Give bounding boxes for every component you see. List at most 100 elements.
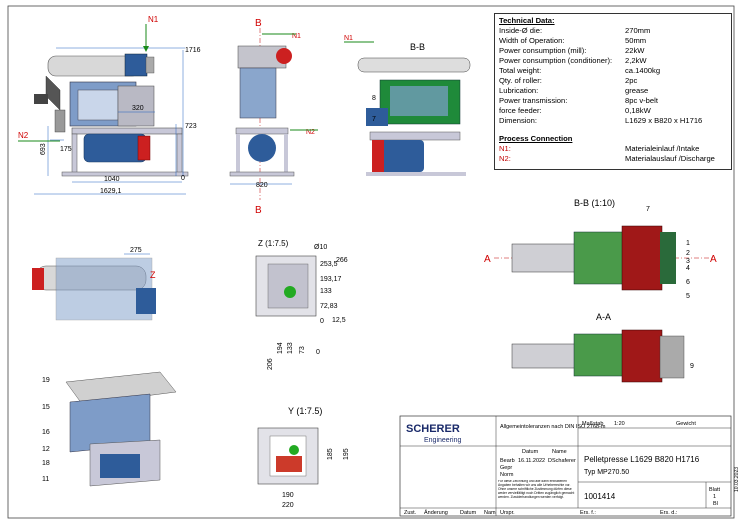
bl-label: Bl	[713, 501, 718, 507]
detail-z-marker: Z	[150, 270, 156, 280]
blatt-label: Blatt	[709, 487, 720, 493]
bearb-name: DSchaferer	[548, 458, 576, 464]
balloon-iso-18: 18	[42, 460, 50, 467]
top-view: 275 Z	[32, 247, 156, 321]
gepr-label: Gepr	[500, 465, 512, 471]
tech-row: Dimension:L1629 x B820 x H1716	[495, 116, 731, 126]
dim-175: 175	[60, 146, 72, 153]
bearb-label: Bearb	[500, 458, 515, 464]
gewicht-label: Gewicht	[676, 421, 696, 427]
tech-row: Power transmission:8pc v-belt	[495, 96, 731, 106]
balloon-detail-5: 5	[686, 293, 690, 300]
side-view: B B 820 N1 N2	[229, 18, 318, 216]
tech-value: grease	[625, 86, 649, 95]
blatt-number: 1	[713, 494, 716, 500]
detail-bb-view: B-B (1:10) A A 7 1 2 3 4 5 6	[484, 198, 717, 300]
process-key: N1:	[499, 144, 511, 153]
dim-y-195: 195	[343, 448, 350, 460]
view-title-aa: A-A	[596, 312, 611, 322]
tech-value: 22kW	[625, 46, 645, 55]
detail-z-view: Z (1:7.5) Ø10 266 253,5 193,17 133 72,83…	[255, 239, 348, 370]
tech-value: ca.1400kg	[625, 66, 661, 75]
norm-label: Norm	[500, 472, 514, 478]
balloon-detail-1: 1	[686, 240, 690, 247]
side-date: 10.03.2023	[734, 467, 740, 492]
dim-y-185: 185	[327, 448, 334, 460]
logo-engineering: Engineering	[424, 437, 461, 444]
dim-y-220: 220	[282, 502, 294, 509]
tech-value: 0,18kW	[625, 106, 651, 115]
section-a-left: A	[484, 254, 491, 265]
dim-693: 693	[40, 143, 47, 155]
tech-key: Total weight:	[499, 66, 542, 75]
ers-d-label: Ers. d.:	[660, 510, 678, 516]
balloon-iso-12: 12	[42, 446, 50, 453]
tech-value: 2pc	[625, 76, 638, 85]
zust-label: Zust.	[404, 510, 417, 516]
drawing-type: Typ MP270.50	[584, 469, 629, 476]
balloon-detail-3: 3	[686, 258, 690, 265]
n1-label-side: N1	[292, 33, 301, 40]
dim-0: 0	[181, 175, 185, 182]
tech-row: Power consumption (mill):22kW	[495, 46, 731, 56]
tech-row: Qty. of roller: 2pc	[495, 76, 731, 86]
bearb-date: 16.11.2022	[518, 458, 545, 464]
section-bb-view: B-B N1 8 7	[344, 35, 471, 176]
view-title-bb-detail: B-B (1:10)	[574, 198, 615, 208]
dim-z-0b: 0	[316, 349, 320, 356]
section-aa-view: A-A 9	[511, 312, 694, 383]
dim-z-194: 194	[277, 342, 284, 354]
tech-row: Width of Operation:50mm	[495, 36, 731, 46]
section-b-bottom: B	[255, 205, 262, 216]
n1-label-bb: N1	[344, 35, 353, 42]
tolerance-text: Allgemeintoleranzen nach DIN ISO 2768-m	[500, 424, 606, 430]
tech-value: 8pc v-belt	[625, 96, 658, 105]
process-value: Materialeinlauf /Intake	[625, 144, 700, 153]
n1-label-front: N1	[148, 15, 159, 24]
tech-value: 2,2kW	[625, 56, 647, 65]
dim-z-193: 193,17	[320, 276, 342, 283]
view-title-y: Y (1:7.5)	[288, 406, 322, 416]
process-row: N1: Materialeinlauf /Intake	[495, 144, 731, 154]
balloon-iso-11: 11	[42, 476, 49, 483]
massstab-value: 1:20	[614, 421, 625, 427]
dim-z-0: 0	[320, 318, 324, 325]
tech-row: Lubrication:grease	[495, 86, 731, 96]
n2-label-side: N2	[306, 129, 315, 136]
dim-z-12: 12,5	[332, 317, 346, 324]
detail-y-view: Y (1:7.5) 185 195 190 220	[257, 406, 350, 509]
dim-z-206: 206	[267, 358, 274, 370]
tech-row: Total weight: ca.1400kg	[495, 66, 731, 76]
balloon-iso-19: 19	[42, 377, 50, 384]
copyright-note: Für diese Zeichnung und alle darin entha…	[498, 480, 575, 499]
tech-key: Qty. of roller:	[499, 76, 542, 85]
name2-label: Nam	[484, 510, 496, 516]
tech-value: 270mm	[625, 26, 651, 35]
dim-y-190: 190	[282, 492, 294, 499]
balloon-iso-15: 15	[42, 404, 50, 411]
logo-scherer: SCHERER	[406, 423, 460, 435]
dim-1716: 1716	[185, 47, 201, 54]
tech-row: Power consumption (conditioner):2,2kW	[495, 56, 731, 66]
n2-label-front: N2	[18, 131, 29, 140]
urspr-label: Urspr.	[500, 510, 515, 516]
dim-1040: 1040	[104, 176, 120, 183]
tech-key: force feeder:	[499, 106, 542, 115]
view-title-bb: B-B	[410, 42, 425, 52]
aenderung-label: Änderung	[424, 509, 448, 516]
process-value: Materialauslauf /Discharge	[625, 154, 715, 163]
dim-z-73: 73	[299, 346, 306, 354]
dim-z-253: 253,5	[320, 261, 338, 268]
dim-z-72: 72,83	[320, 303, 338, 310]
tech-row: Inside-Ø die:270mm	[495, 26, 731, 36]
dim-z-d10: Ø10	[314, 244, 327, 251]
dim-1629: 1629,1	[100, 188, 122, 195]
balloon-detail-2: 2	[686, 250, 690, 257]
balloon-bb-7: 7	[372, 116, 376, 123]
tech-value: 50mm	[625, 36, 647, 45]
balloon-detail-4: 4	[686, 265, 690, 272]
